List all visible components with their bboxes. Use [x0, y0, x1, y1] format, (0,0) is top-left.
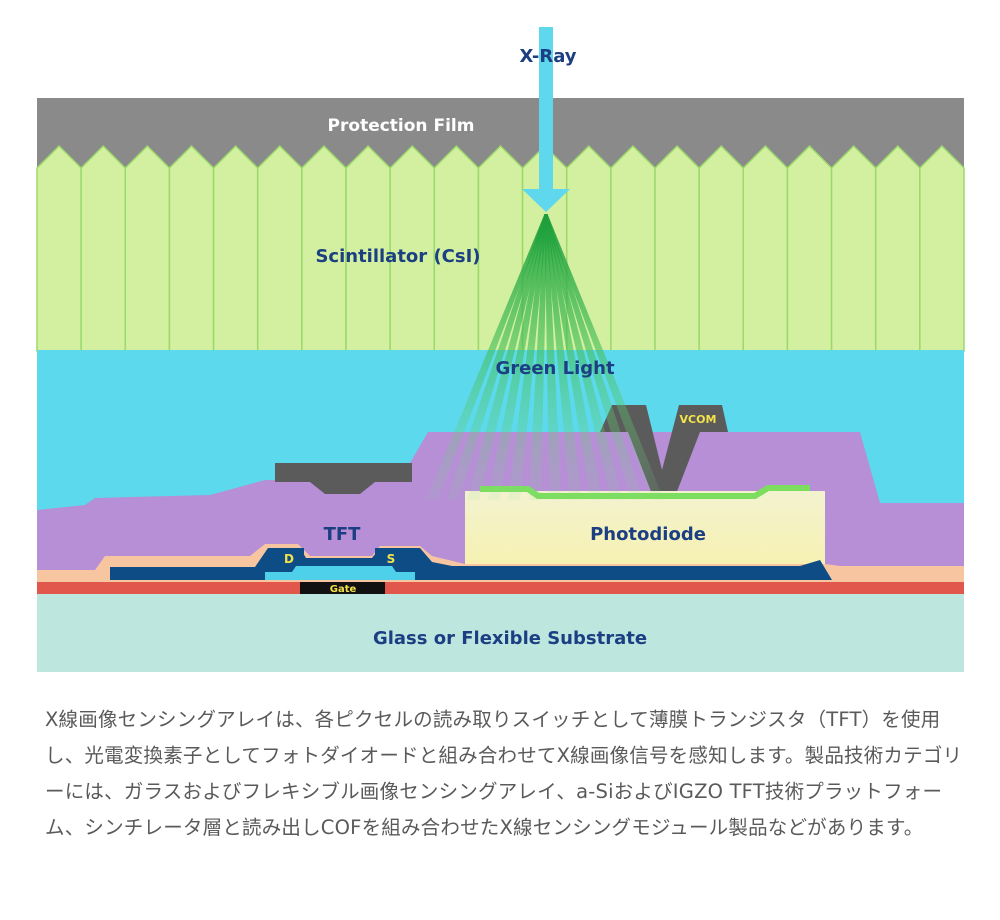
xray-arrow-shaft [539, 27, 553, 189]
xray-sensor-cross-section-diagram: X-Ray Protection Film Scintillator (CsI)… [36, 27, 965, 672]
xray-label: X-Ray [519, 46, 576, 67]
scintillator-column [212, 144, 259, 352]
green-light-ray [508, 214, 548, 500]
tft-top-electrode [275, 463, 412, 494]
substrate-label: Glass or Flexible Substrate [373, 628, 647, 649]
source-label: S [387, 552, 396, 566]
green-light-ray [544, 214, 664, 500]
scintillator-column [124, 144, 171, 352]
scintillator-column [256, 144, 303, 352]
gate-electrode [300, 582, 385, 594]
scintillator-column [742, 144, 789, 352]
scintillator-column [36, 144, 82, 352]
scintillator-column [786, 144, 833, 352]
green-light-ray [544, 214, 623, 500]
vcom-label: VCOM [680, 413, 717, 426]
green-light-ray [544, 214, 582, 500]
green-light-ray [426, 214, 548, 500]
green-light-ray [487, 214, 548, 500]
semiconductor-layer [265, 566, 415, 580]
description-caption: X線画像センシングアレイは、各ピクセルの読み取りスイッチとして薄膜トランジスタ（… [45, 708, 963, 839]
green-light-ray [544, 214, 603, 500]
green-light-ray [446, 214, 548, 500]
scintillator-column [830, 144, 877, 352]
xray-arrow-head [522, 189, 570, 212]
photodiode-block [465, 491, 825, 568]
scintillator-column [654, 144, 700, 352]
scintillator-column [610, 144, 656, 352]
green-light-rays [426, 214, 664, 500]
source-pad [375, 548, 407, 568]
scintillator-column [80, 144, 127, 352]
drain-pad [274, 548, 304, 568]
scintillator-column [698, 144, 745, 352]
scintillator-label: Scintillator (CsI) [315, 246, 480, 267]
substrate-layer [37, 594, 964, 672]
protection-film-label: Protection Film [328, 116, 475, 136]
green-light-ray [467, 214, 548, 500]
gate-label: Gate [330, 584, 357, 595]
tft-label: TFT [324, 524, 362, 545]
scintillator-column [919, 144, 965, 352]
drain-label: D [284, 552, 294, 566]
photodiode-label: Photodiode [590, 524, 706, 545]
scintillator-column [168, 144, 215, 352]
scintillator-layer [36, 144, 965, 352]
green-light-ray [544, 214, 644, 500]
red-base-layer [37, 582, 964, 594]
green-light-ray [544, 214, 562, 500]
green-light-ray [528, 214, 548, 500]
green-light-label: Green Light [495, 358, 614, 379]
scintillator-column [874, 144, 921, 352]
